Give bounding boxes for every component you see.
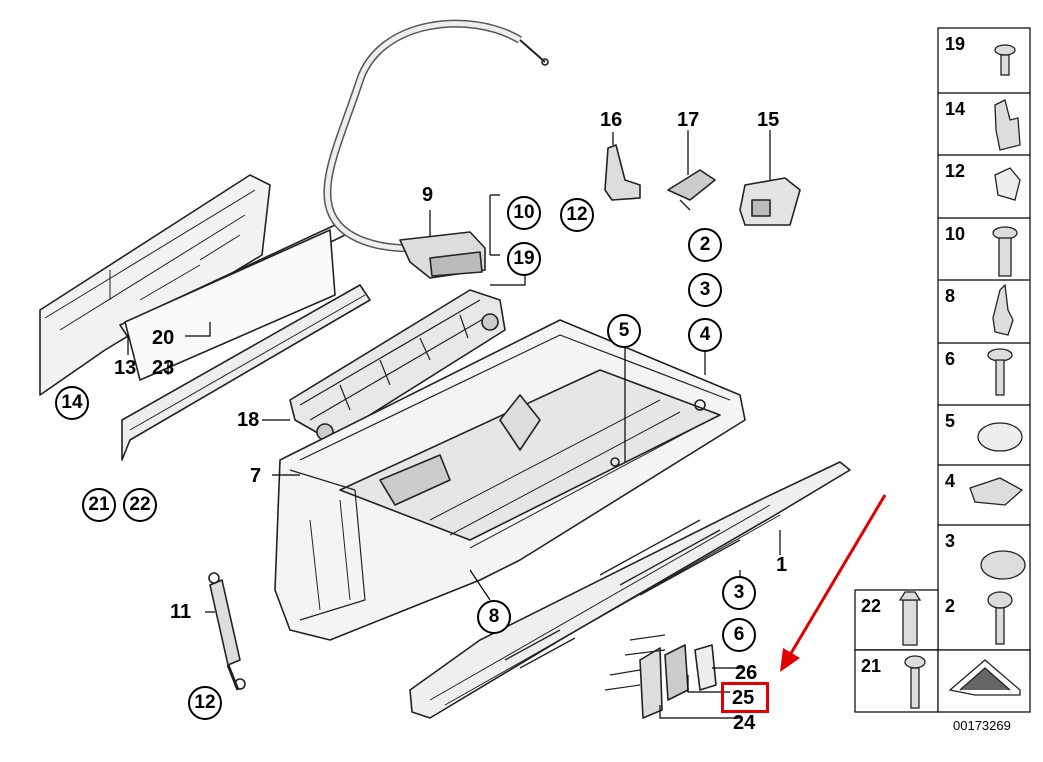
- panel-cell-21: 21: [861, 656, 882, 676]
- label-1: 1: [776, 554, 788, 576]
- rail-part: [289, 289, 506, 441]
- callout-12-top: 12: [560, 198, 594, 232]
- bracket-part: [604, 144, 641, 201]
- label-17: 17: [677, 109, 700, 131]
- panel-cell-4: 4: [945, 471, 956, 491]
- callout-8: 8: [477, 600, 511, 634]
- panel-cell-6: 6: [945, 349, 956, 369]
- callout-10: 10: [507, 196, 541, 230]
- clip-part: [667, 169, 716, 201]
- callout-4: 4: [688, 318, 722, 352]
- strip-part: [121, 284, 371, 461]
- callout-12-bottom: 12: [188, 686, 222, 720]
- callout-6: 6: [722, 618, 756, 652]
- callout-2: 2: [688, 228, 722, 262]
- diagram-id: 00173269: [953, 718, 1011, 733]
- panel-cell-5: 5: [945, 411, 956, 431]
- callout-21: 21: [82, 488, 116, 522]
- highlight-box: [721, 682, 769, 713]
- cable-part: [323, 19, 523, 253]
- panel-cell-14: 14: [945, 99, 966, 119]
- panel-cell-22: 22: [861, 596, 882, 616]
- insert-part: [639, 647, 663, 719]
- callout-14: 14: [55, 386, 89, 420]
- label-24: 24: [733, 712, 756, 734]
- label-18: 18: [237, 409, 260, 431]
- red-arrow-icon: [780, 494, 887, 672]
- callout-22: 22: [123, 488, 157, 522]
- panel-cell-19: 19: [945, 34, 966, 54]
- callout-3-bottom: 3: [722, 576, 756, 610]
- label-23: 23: [152, 357, 175, 379]
- panel-cell-12: 12: [945, 161, 966, 181]
- damper-part: [209, 579, 241, 666]
- label-9: 9: [422, 184, 434, 206]
- label-13: 13: [114, 357, 137, 379]
- label-15: 15: [757, 109, 780, 131]
- callout-3-top: 3: [688, 273, 722, 307]
- panel-cell-3: 3: [945, 531, 956, 551]
- label-7: 7: [250, 465, 262, 487]
- callout-19: 19: [507, 242, 541, 276]
- panel-cell-10: 10: [945, 224, 966, 244]
- label-25: 25: [732, 687, 755, 709]
- label-16: 16: [600, 109, 623, 131]
- trim-part: [409, 461, 851, 719]
- callout-5: 5: [607, 314, 641, 348]
- cover-panel-part: [39, 174, 271, 396]
- label-26: 26: [735, 662, 758, 684]
- panel-cell-8: 8: [945, 286, 956, 306]
- label-20: 20: [152, 327, 175, 349]
- label-11: 11: [170, 601, 192, 623]
- panel-cell-2: 2: [945, 596, 956, 616]
